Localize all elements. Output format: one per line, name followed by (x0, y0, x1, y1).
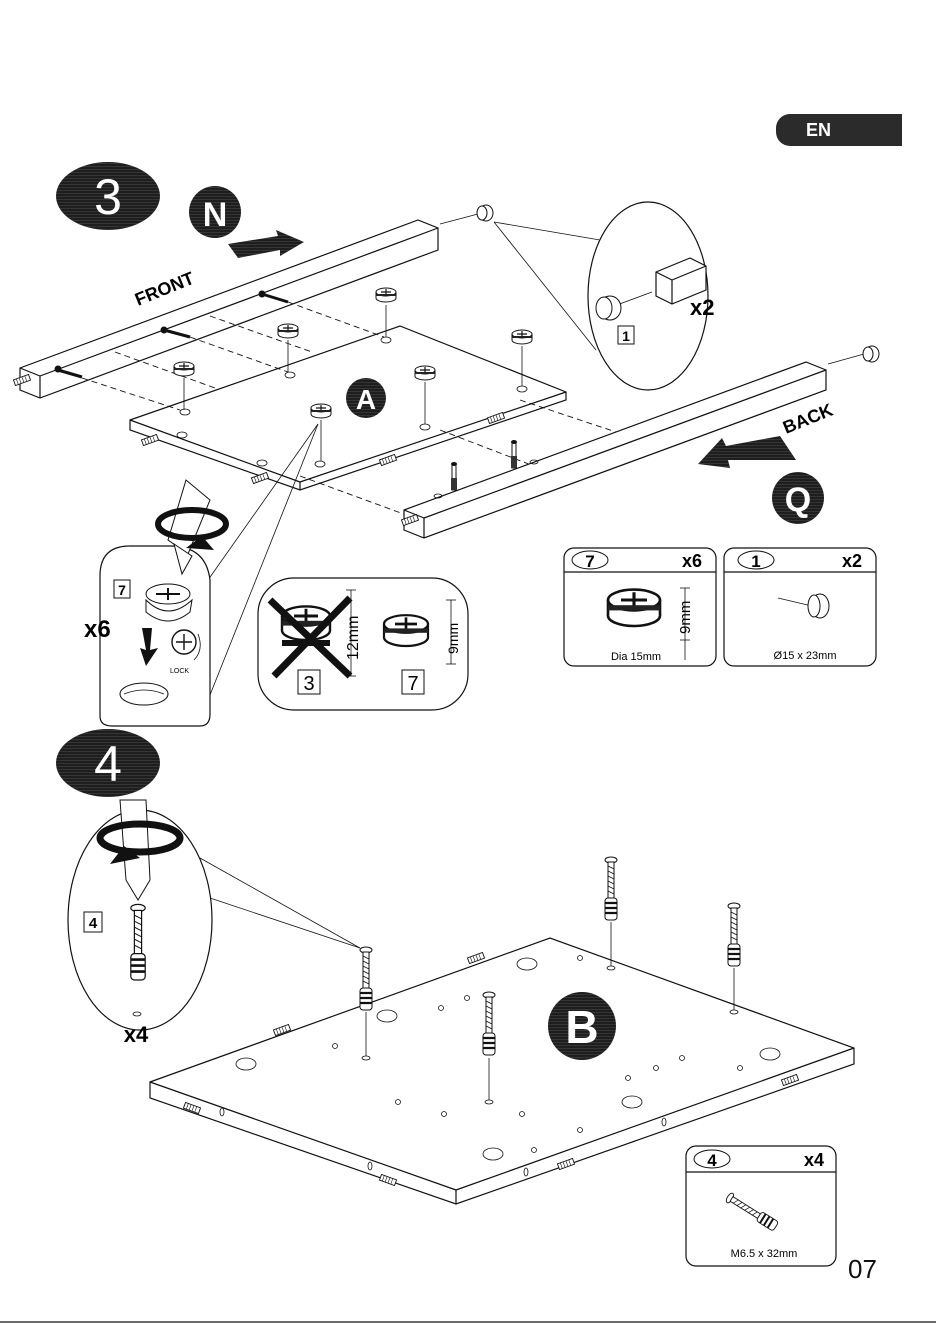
panel-a-badge: A (346, 378, 386, 418)
part-4-tag: 4 (89, 915, 98, 932)
arrow-icon (698, 436, 796, 468)
part-7-card-number: 7 (585, 552, 594, 571)
peg-quantity: x2 (690, 295, 714, 320)
end-cap-callout: 1 x2 (494, 202, 714, 390)
part-4-card-number: 4 (707, 1151, 717, 1170)
end-cap-back (828, 346, 879, 364)
part-1-card-number: 1 (751, 552, 760, 571)
panel-a-board (130, 326, 566, 490)
part-7-card-height: 9mm (677, 601, 694, 634)
front-label: FRONT (132, 268, 197, 310)
panel-q-label: Q (785, 481, 811, 519)
step-3-badge: 3 (56, 162, 160, 230)
part-1-card-qty: x2 (842, 551, 862, 571)
cam-size-comparison: 12mm 9mm 3 7 (258, 578, 468, 710)
part-4-card-qty: x4 (804, 1150, 824, 1170)
arrow-icon (228, 230, 304, 258)
panel-b-badge: B (548, 992, 616, 1060)
panel-a-label: A (356, 384, 376, 415)
part-7-card: 7 x6 9mm Dia 15mm (564, 548, 716, 666)
cam-quantity: x6 (84, 616, 111, 643)
right-part-tag: 7 (407, 673, 418, 695)
right-cam-size: 9mm (445, 623, 461, 654)
end-cap-front (440, 205, 493, 224)
panel-n-label: N (203, 196, 228, 234)
part-1-tag: 1 (622, 328, 630, 344)
part-7-card-qty: x6 (682, 551, 702, 571)
step-4-badge: 4 (56, 729, 160, 797)
part-4-card-spec: M6.5 x 32mm (731, 1248, 798, 1260)
bolt-callout: 4 x4 (68, 800, 360, 1047)
wrong-cam-size: 12mm (345, 616, 362, 660)
lock-label: LOCK (170, 668, 189, 675)
part-1-card-spec: Ø15 x 23mm (774, 650, 837, 662)
panel-n-badge: N (189, 186, 241, 238)
part-7-tag: 7 (118, 582, 126, 598)
bolt-quantity: x4 (124, 1022, 149, 1047)
part-7-card-spec: Dia 15mm (611, 651, 661, 663)
panel-b-label: B (565, 1001, 598, 1053)
step-4-number: 4 (94, 736, 122, 792)
part-4-card: 4 x4 M6.5 x 32mm (686, 1146, 836, 1266)
part-1-card: 1 x2 Ø15 x 23mm (724, 548, 876, 666)
panel-q-badge: Q (772, 472, 824, 524)
back-label: BACK (780, 400, 836, 438)
step-3-number: 3 (94, 169, 122, 225)
wrong-part-tag: 3 (303, 673, 314, 695)
